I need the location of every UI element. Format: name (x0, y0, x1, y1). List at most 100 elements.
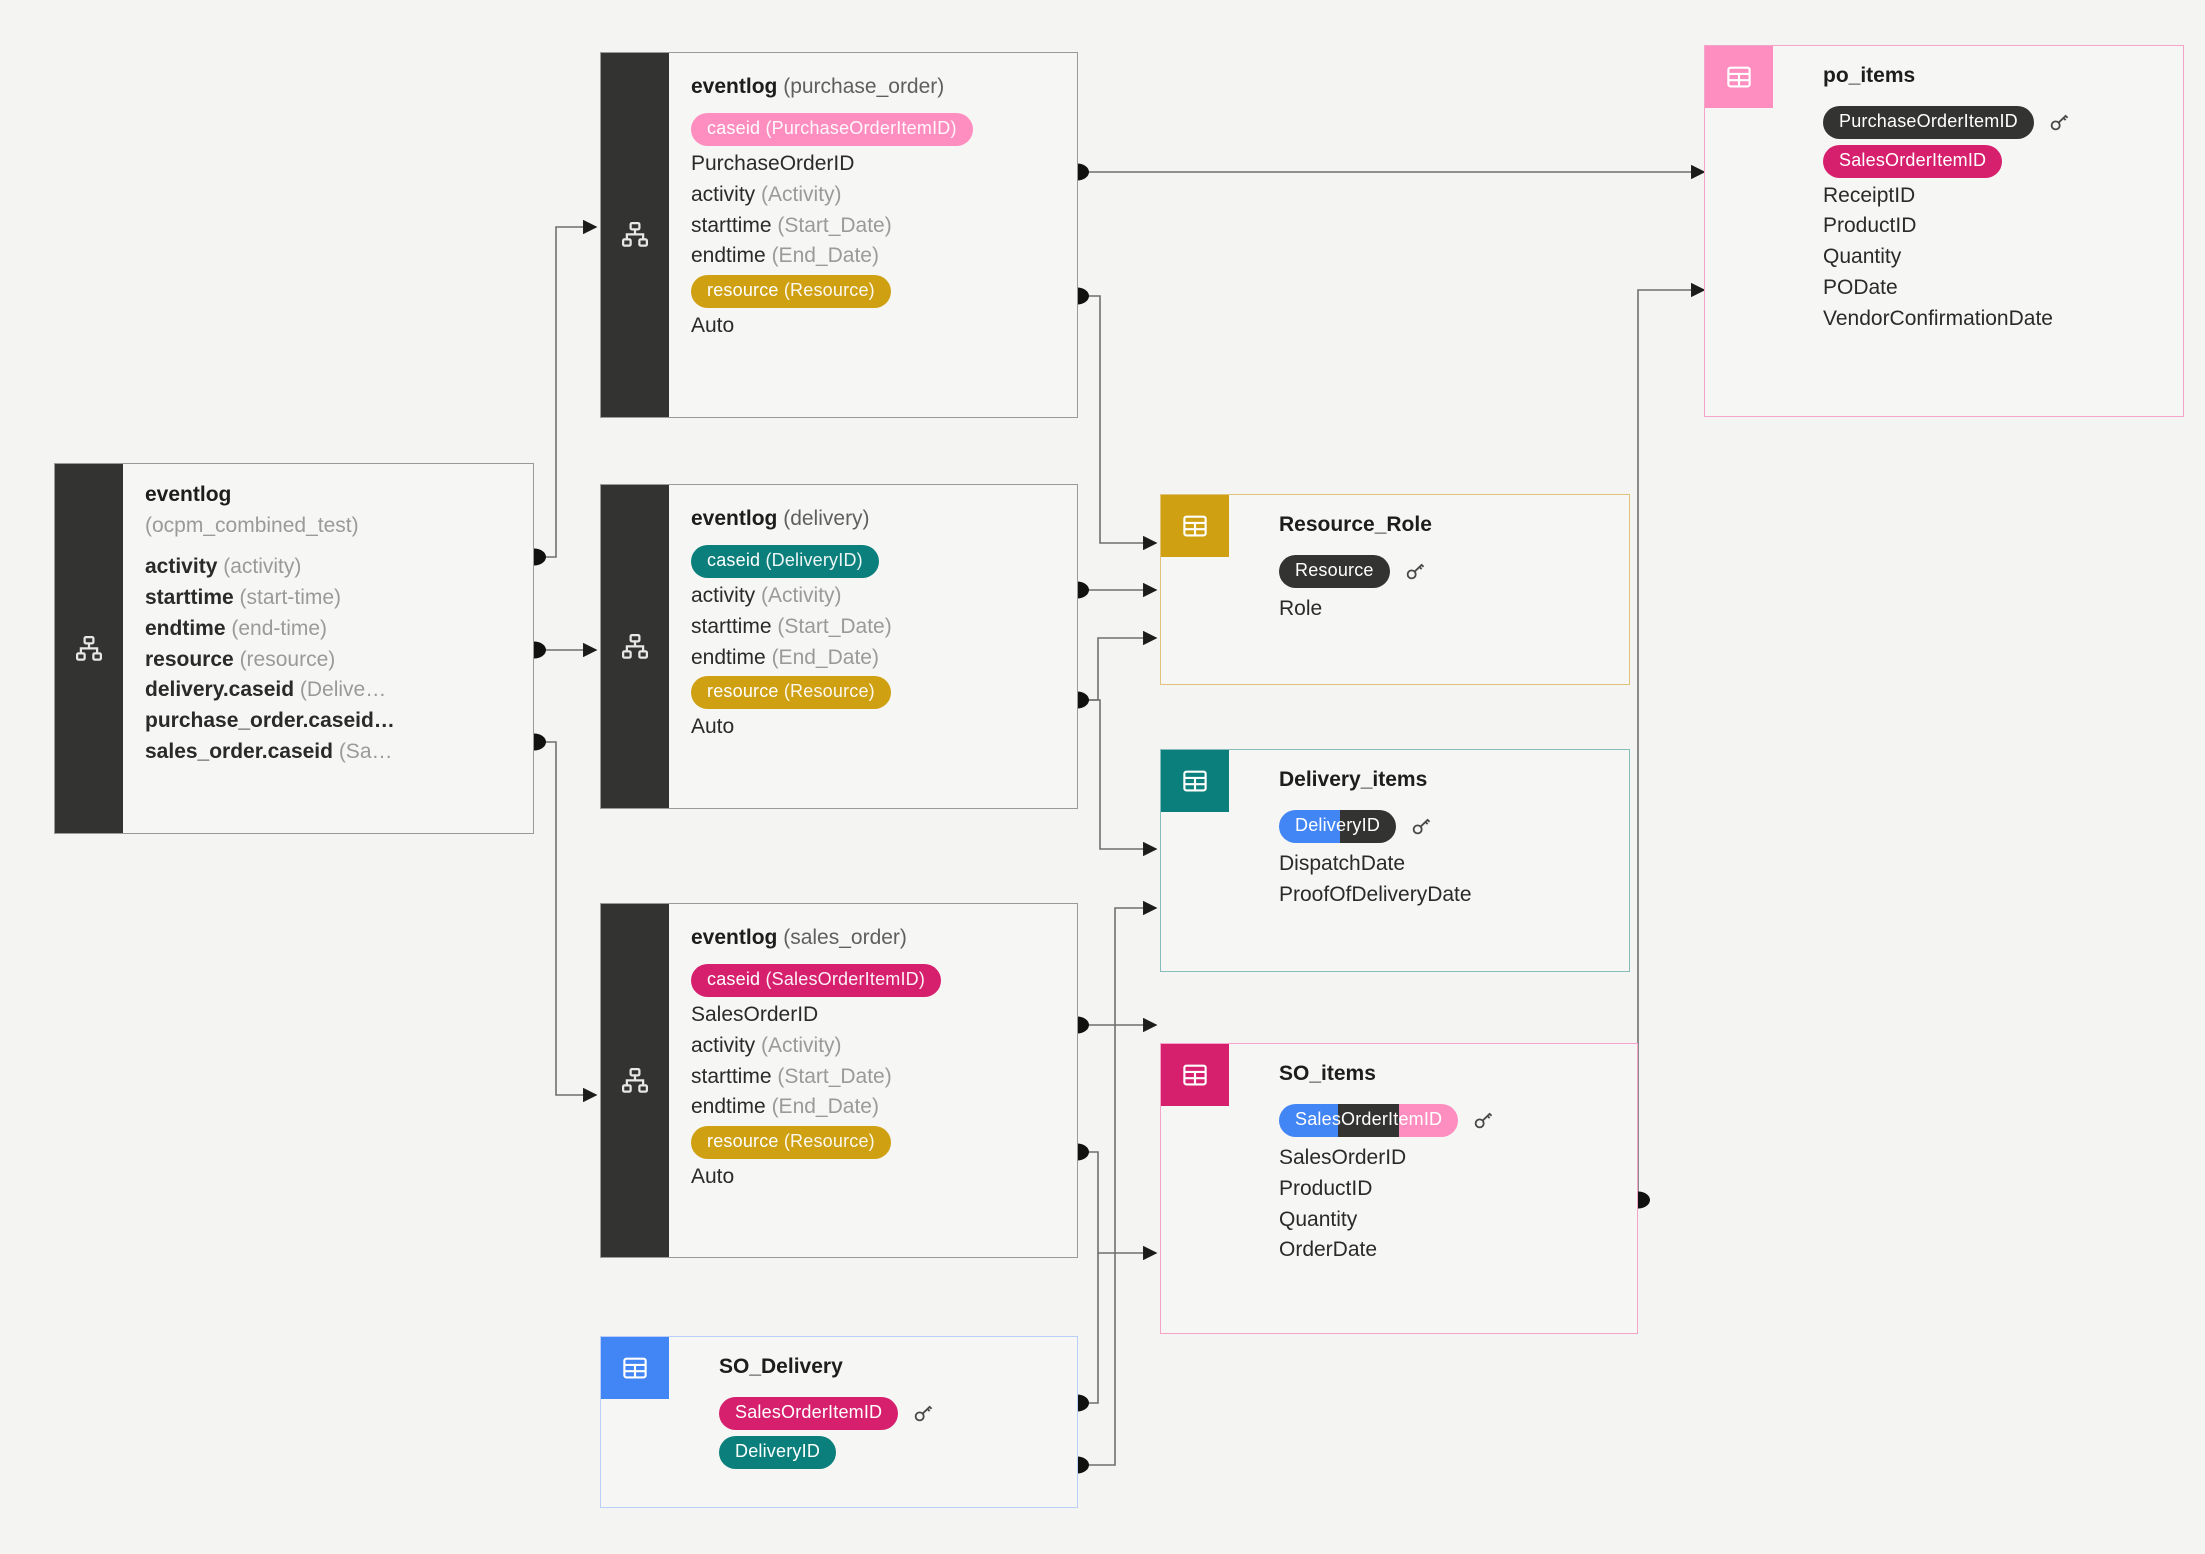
table-field: ProductID (1279, 1176, 1373, 1200)
field-row: delivery.caseid (Delive… (145, 678, 387, 702)
field-row-caseid: caseid (SalesOrderItemID) (691, 964, 1077, 997)
field-row: starttime (start-time) (145, 585, 342, 609)
edge-delivery-to-delivery-items (1080, 699, 1158, 857)
field-row: sales_order.caseid (Sa… (145, 740, 393, 764)
field-row: PurchaseOrderID (691, 151, 855, 175)
node-rail (601, 485, 669, 808)
field-row: Auto (691, 715, 735, 739)
table-field: ReceiptID (1823, 183, 1916, 207)
node-eventlog-purchase-order[interactable]: eventlog (purchase_order) caseid (Purcha… (600, 52, 1078, 418)
table-icon (1183, 770, 1207, 792)
table-primary-key-row: DeliveryID (1279, 810, 1629, 843)
table-field: ProofOfDeliveryDate (1279, 882, 1472, 906)
pill-resource: resource (Resource) (691, 275, 891, 309)
node-table-delivery-items[interactable]: Delivery_items DeliveryID DispatchDate P… (1160, 749, 1630, 972)
field-row: starttime (Start_Date) (691, 1064, 892, 1088)
field-row: starttime (Start_Date) (691, 614, 892, 638)
table-body: po_items PurchaseOrderItemID SalesOrderI… (1705, 46, 2183, 357)
key-icon (1474, 1112, 1493, 1129)
node-source-eventlog[interactable]: eventlog (ocpm_combined_test) activity (… (54, 463, 534, 834)
pill-primary-key: Resource (1279, 555, 1390, 588)
table-header-swatch (1161, 495, 1229, 557)
pill-primary-key: DeliveryID (1279, 810, 1396, 843)
edge-source-to-purchase-order (534, 219, 598, 558)
table-icon (623, 1357, 647, 1379)
table-field: DispatchDate (1279, 851, 1406, 875)
field-row: endtime (end-time) (145, 616, 328, 640)
node-title: eventlog (purchase_order) (691, 75, 945, 98)
table-title: po_items (1823, 64, 1916, 87)
table-fk-row: SalesOrderItemID (1823, 144, 2183, 178)
node-body: eventlog (ocpm_combined_test) activity (… (123, 464, 533, 833)
pill-resource: resource (Resource) (691, 1126, 891, 1160)
table-header-swatch (601, 1337, 669, 1399)
table-field: PODate (1823, 276, 1898, 300)
node-eventlog-delivery[interactable]: eventlog (delivery) caseid (DeliveryID) … (600, 484, 1078, 809)
key-icon (914, 1405, 933, 1422)
node-table-po-items[interactable]: po_items PurchaseOrderItemID SalesOrderI… (1704, 45, 2184, 417)
key-icon (1406, 563, 1424, 580)
field-row: activity (activity) (145, 555, 302, 579)
field-row-resource: resource (Resource) (691, 676, 1077, 710)
pill-foreign-key: SalesOrderItemID (1823, 144, 2003, 178)
pill-segments (1279, 810, 1396, 843)
table-field: ProductID (1823, 214, 1917, 238)
field-row-resource: resource (Resource) (691, 1126, 1077, 1160)
table-primary-key-row: SalesOrderItemID (1279, 1104, 1637, 1137)
field-row: endtime (End_Date) (691, 645, 879, 669)
node-table-so-items[interactable]: SO_items SalesOrderItemID SalesOrderID P… (1160, 1043, 1638, 1334)
field-row: activity (Activity) (691, 1033, 842, 1057)
table-title: SO_items (1279, 1062, 1376, 1085)
table-field: Quantity (1279, 1207, 1358, 1231)
table-title: Resource_Role (1279, 513, 1432, 536)
pill-primary-key: SalesOrderItemID (719, 1397, 899, 1430)
table-body: Delivery_items DeliveryID DispatchDate P… (1161, 750, 1629, 933)
node-title: eventlog (sales_order) (691, 926, 907, 949)
node-body: eventlog (purchase_order) caseid (Purcha… (669, 53, 1077, 417)
table-header-swatch (1161, 1044, 1229, 1106)
edge-so-items-to-po-items (1637, 282, 1706, 1200)
field-row-caseid: caseid (DeliveryID) (691, 545, 1077, 578)
pill-caseid: caseid (PurchaseOrderItemID) (691, 113, 973, 146)
field-row-resource: resource (Resource) (691, 275, 1077, 309)
node-table-so-delivery[interactable]: SO_Delivery SalesOrderItemID DeliveryID (600, 1336, 1078, 1508)
node-eventlog-sales-order[interactable]: eventlog (sales_order) caseid (SalesOrde… (600, 903, 1078, 1258)
hierarchy-icon (622, 222, 648, 247)
table-fk-row: DeliveryID (719, 1435, 1077, 1469)
pill-caseid: caseid (DeliveryID) (691, 545, 879, 578)
table-field: Quantity (1823, 245, 1902, 269)
table-title: Delivery_items (1279, 768, 1428, 791)
table-body: Resource_Role Resource Role (1161, 495, 1629, 647)
table-primary-key-row: SalesOrderItemID (719, 1397, 1077, 1430)
table-body: SO_items SalesOrderItemID SalesOrderID P… (1161, 1044, 1637, 1288)
hierarchy-icon (76, 635, 102, 661)
field-row: purchase_order.caseid… (145, 709, 395, 733)
table-field: OrderDate (1279, 1238, 1378, 1262)
edge-source-to-sales-order (534, 741, 598, 1103)
field-row: activity (Activity) (691, 583, 842, 607)
table-primary-key-row: Resource (1279, 555, 1629, 588)
table-title: SO_Delivery (719, 1355, 843, 1378)
table-field: SalesOrderID (1279, 1145, 1407, 1169)
field-row: Auto (691, 1165, 735, 1189)
node-title: eventlog (delivery) (691, 507, 870, 530)
pill-caseid: caseid (SalesOrderItemID) (691, 964, 942, 997)
table-field: Role (1279, 596, 1323, 620)
table-icon (1727, 66, 1751, 88)
edge-so-delivery-to-so-items (1080, 1253, 1099, 1404)
edge-so-delivery-to-delivery-items (1080, 900, 1158, 1466)
node-title: eventlog (145, 483, 232, 506)
pill-foreign-key: DeliveryID (719, 1435, 837, 1469)
pill-primary-key: PurchaseOrderItemID (1823, 106, 2034, 139)
pill-segments (1279, 1104, 1459, 1137)
edge-po-resource-to-resource-role (1080, 295, 1158, 551)
table-icon (1183, 515, 1207, 537)
table-header-swatch (1705, 46, 1773, 108)
key-icon (1412, 818, 1431, 835)
node-table-resource-role[interactable]: Resource_Role Resource Role (1160, 494, 1630, 685)
node-rail (601, 904, 669, 1257)
table-primary-key-row: PurchaseOrderItemID (1823, 106, 2183, 139)
node-body: eventlog (delivery) caseid (DeliveryID) … (669, 485, 1077, 808)
field-row: resource (resource) (145, 647, 336, 671)
